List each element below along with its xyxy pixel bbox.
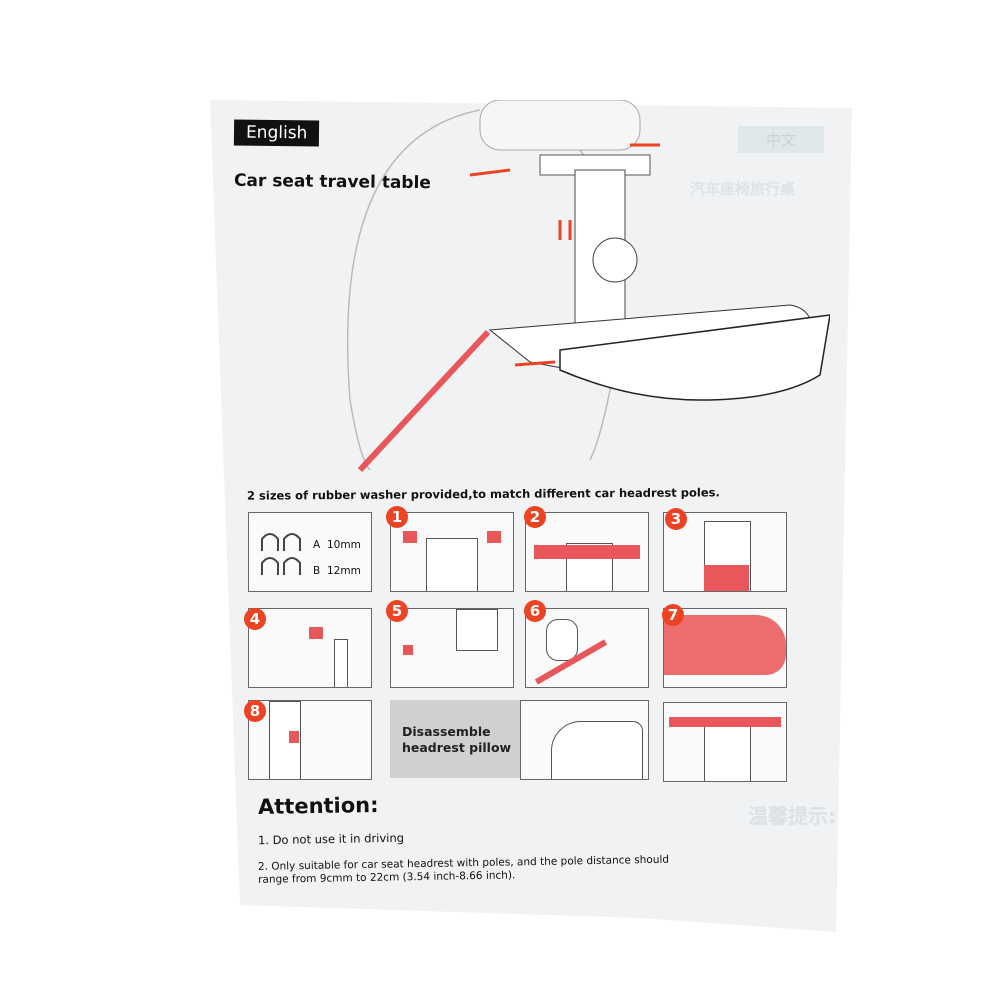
washer-panel: A 10mm B 12mm bbox=[248, 512, 372, 592]
washer-size-b-label: B bbox=[313, 565, 321, 577]
step-badge-7: 7 bbox=[662, 604, 684, 626]
page-title-cn: 汽车座椅旅行桌 bbox=[690, 180, 796, 198]
step-panel-3 bbox=[663, 512, 787, 592]
washer-icon bbox=[261, 533, 301, 575]
disassemble-panel: Disassemble headrest pillow bbox=[390, 700, 520, 778]
step-panel-6 bbox=[525, 608, 649, 688]
step-badge-6: 6 bbox=[524, 600, 546, 622]
language-label-cn: 中文 bbox=[738, 126, 825, 153]
step-panel-final bbox=[663, 702, 787, 782]
step-badge-5: 5 bbox=[386, 600, 408, 622]
washer-size-a-label: A bbox=[313, 539, 321, 551]
step-panel-8 bbox=[248, 700, 372, 780]
attention-heading: Attention: bbox=[257, 792, 379, 820]
main-illustration bbox=[346, 100, 830, 473]
attention-heading-cn: 温馨提示: bbox=[748, 804, 836, 828]
step-panel-2 bbox=[525, 512, 649, 592]
step-badge-4: 4 bbox=[244, 608, 266, 630]
step-panel-5 bbox=[390, 608, 514, 688]
disassemble-label: Disassemble headrest pillow bbox=[402, 724, 512, 755]
step-panel-1 bbox=[390, 512, 514, 592]
step-badge-3: 3 bbox=[665, 508, 687, 530]
step-badge-8: 8 bbox=[244, 700, 266, 722]
washer-size-b: 12mm bbox=[327, 565, 361, 577]
step-panel-4 bbox=[248, 608, 372, 688]
step-panel-7 bbox=[663, 608, 787, 688]
attention-note-1: 1. Do not use it in driving bbox=[257, 830, 405, 848]
step-badge-2: 2 bbox=[524, 506, 546, 528]
step-badge-1: 1 bbox=[386, 506, 408, 528]
washer-size-a: 10mm bbox=[327, 539, 361, 551]
headrest-panel bbox=[520, 700, 649, 780]
